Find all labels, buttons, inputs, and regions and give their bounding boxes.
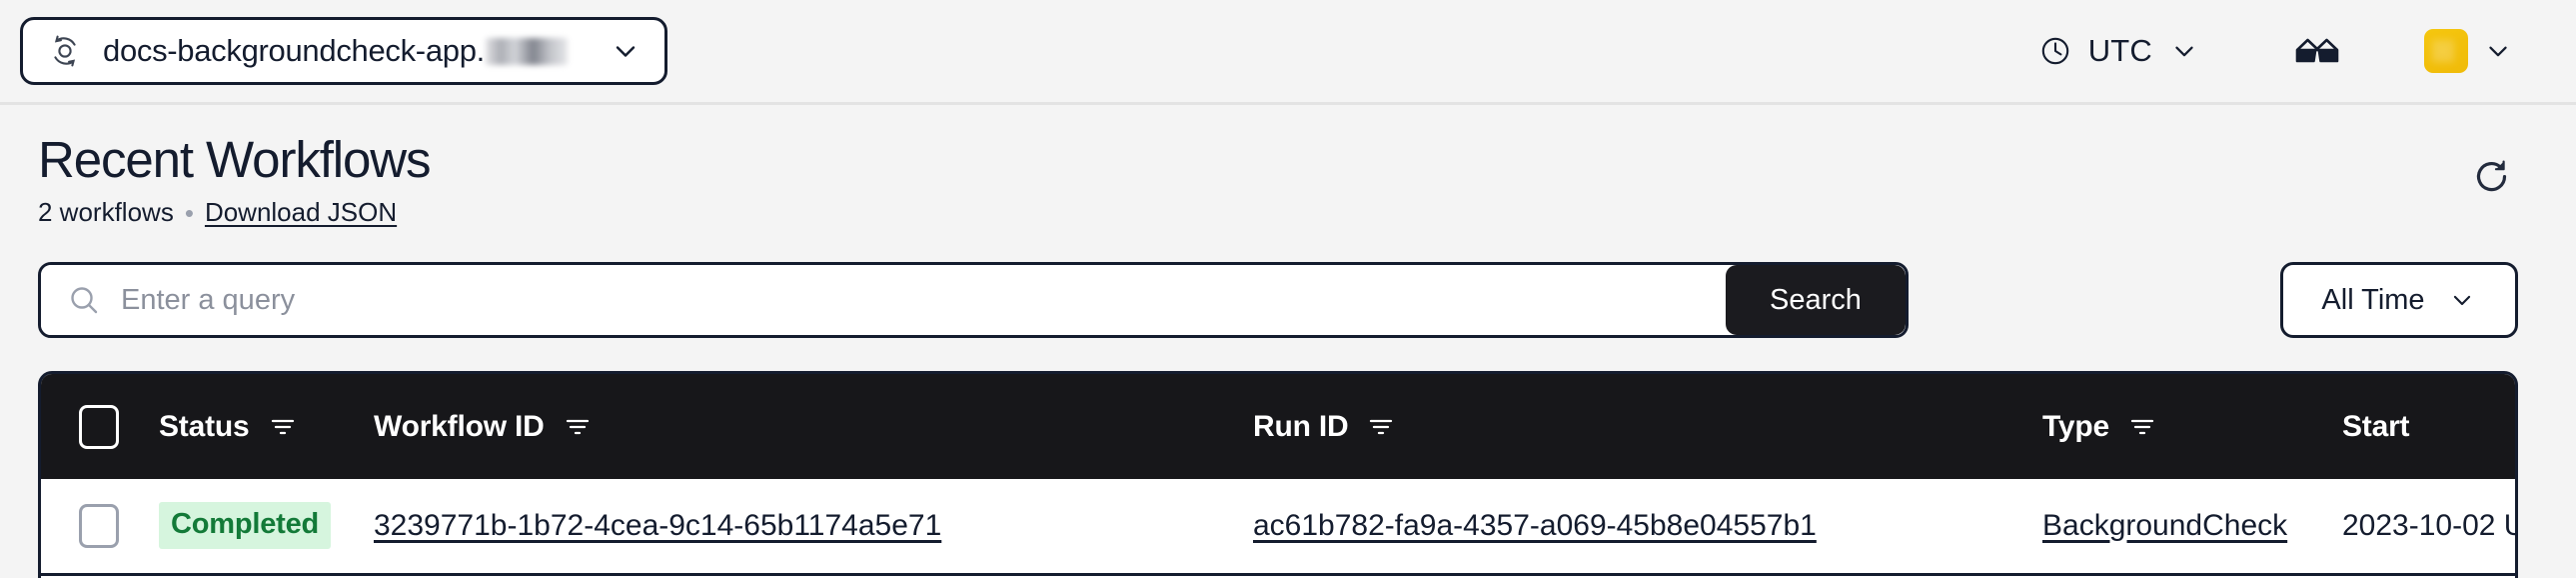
chevron-down-icon: [2447, 285, 2477, 315]
refresh-icon[interactable]: [2466, 151, 2518, 203]
namespace-redacted-text: [485, 38, 568, 65]
column-header-run-id[interactable]: Run ID: [1253, 374, 2042, 479]
select-all-header: [41, 374, 159, 479]
column-header-start[interactable]: Start: [2342, 374, 2515, 479]
workflow-id-link[interactable]: 3239771b-1b72-4cea-9c14-65b1174a5e71: [374, 508, 942, 542]
cell-status: Completed: [159, 479, 374, 574]
glasses-icon[interactable]: [2288, 29, 2346, 73]
status-badge: Completed: [159, 502, 332, 550]
table-row[interactable]: Completed 3239771b-1b72-4cea-9c14-65b117…: [41, 479, 2515, 575]
search-icon: [67, 283, 101, 317]
cell-start: 2023-10-02 UT: [2342, 508, 2515, 542]
filter-icon[interactable]: [563, 412, 593, 442]
user-menu[interactable]: [2424, 29, 2514, 73]
search-input[interactable]: [121, 283, 1700, 317]
filter-icon[interactable]: [1366, 412, 1396, 442]
timezone-label: UTC: [2087, 33, 2152, 68]
filter-icon[interactable]: [2127, 412, 2157, 442]
search-bar: Search: [38, 262, 1909, 339]
search-button[interactable]: Search: [1726, 265, 1906, 336]
row-checkbox[interactable]: [79, 503, 119, 548]
table-header-row: Status Workflow ID: [41, 374, 2515, 480]
column-label-run-id: Run ID: [1253, 409, 1349, 443]
time-range-select[interactable]: All Time: [2280, 262, 2518, 339]
workflow-count: 2 workflows: [38, 197, 174, 228]
run-id-link[interactable]: ac61b782-fa9a-4357-a069-45b8e04557b1: [1253, 508, 1817, 542]
cell-type: BackgroundCheck: [2042, 479, 2342, 574]
cell-workflow-id: 3239771b-1b72-4cea-9c14-65b1174a5e71: [374, 479, 1253, 574]
app-header: docs-backgroundcheck-app. UTC: [0, 0, 2576, 105]
main-content: Recent Workflows 2 workflows • Download …: [0, 105, 2576, 578]
column-header-type[interactable]: Type: [2042, 374, 2342, 479]
column-header-workflow-id[interactable]: Workflow ID: [374, 374, 1253, 479]
clock-icon: [2038, 34, 2072, 68]
search-row: Search All Time: [38, 262, 2538, 339]
chevron-down-icon: [609, 34, 643, 68]
namespace-selector[interactable]: docs-backgroundcheck-app.: [20, 17, 667, 85]
page-header: Recent Workflows 2 workflows • Download …: [38, 105, 2538, 228]
header-actions: UTC: [2028, 27, 2514, 75]
filter-icon[interactable]: [268, 412, 298, 442]
table-row[interactable]: [41, 574, 2515, 578]
chevron-down-icon: [2482, 35, 2514, 67]
workflows-table: Status Workflow ID: [38, 371, 2518, 578]
download-json-link[interactable]: Download JSON: [204, 197, 398, 228]
page-title: Recent Workflows: [38, 131, 432, 188]
workflow-type-link[interactable]: BackgroundCheck: [2042, 508, 2288, 542]
cell-run-id: ac61b782-fa9a-4357-a069-45b8e04557b1: [1253, 479, 2042, 574]
time-range-label: All Time: [2321, 283, 2425, 316]
column-label-workflow-id: Workflow ID: [374, 409, 545, 443]
chevron-down-icon: [2168, 35, 2200, 67]
page-subtitle: 2 workflows • Download JSON: [38, 197, 2538, 228]
namespace-label: docs-backgroundcheck-app.: [103, 33, 568, 69]
row-select-cell: [41, 479, 159, 574]
column-header-status[interactable]: Status: [159, 374, 374, 479]
search-field[interactable]: [41, 265, 1726, 336]
column-label-start: Start: [2342, 409, 2410, 443]
temporal-namespace-icon: [45, 31, 85, 71]
column-label-type: Type: [2042, 409, 2109, 443]
select-all-checkbox[interactable]: [79, 404, 119, 449]
timezone-selector[interactable]: UTC: [2028, 27, 2210, 75]
separator-dot: •: [184, 197, 194, 228]
column-label-status: Status: [159, 409, 250, 443]
avatar: [2424, 29, 2468, 73]
